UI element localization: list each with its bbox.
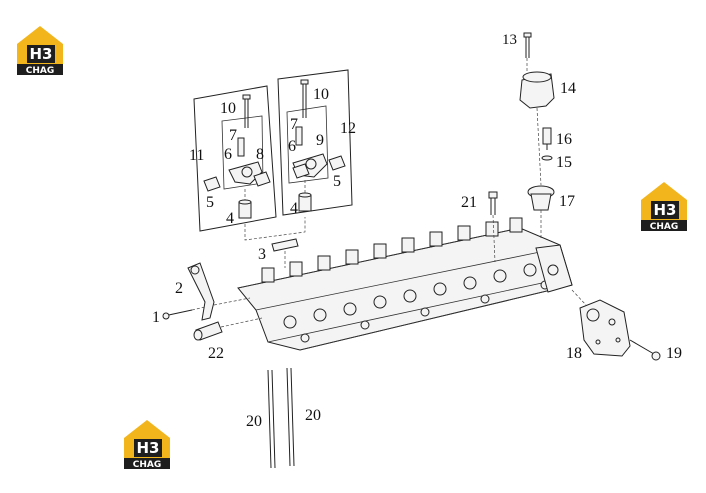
- callout-12: 12: [340, 120, 356, 137]
- logo-text: CHAG: [133, 460, 162, 470]
- head-bosses: [261, 217, 523, 283]
- callout-13: 13: [502, 32, 517, 48]
- logo-mark: H3: [137, 439, 160, 457]
- bolt-13: [523, 32, 532, 72]
- stud-21: [488, 191, 498, 263]
- callout-5b: 5: [333, 173, 341, 190]
- callout-2: 2: [175, 280, 183, 297]
- seal-15: [541, 155, 553, 161]
- callout-21: 21: [461, 194, 477, 211]
- lifting-bracket: [187, 262, 251, 321]
- logo-mark: H3: [654, 201, 677, 219]
- callout-20b: 20: [305, 407, 321, 424]
- callout-7a: 7: [229, 127, 237, 144]
- sensor-16: [542, 127, 552, 150]
- callout-labels: 1 2 3 4 4 5 5 6 6 7 7 8 9 10 10 11 12 13…: [152, 32, 682, 430]
- callout-4b: 4: [290, 200, 298, 217]
- callout-15: 15: [556, 154, 572, 171]
- callout-4a: 4: [226, 210, 234, 227]
- callout-10b: 10: [313, 86, 329, 103]
- logo-bottom-left: H3 CHAG: [124, 420, 170, 470]
- logo-text: CHAG: [26, 66, 55, 76]
- callout-16: 16: [556, 131, 572, 148]
- callout-20a: 20: [246, 413, 262, 430]
- callout-6b: 6: [288, 138, 296, 155]
- logo-text: CHAG: [650, 222, 679, 232]
- callout-3: 3: [258, 246, 266, 263]
- sleeve-22: [193, 317, 263, 341]
- callout-22: 22: [208, 345, 224, 362]
- callout-6a: 6: [224, 146, 232, 163]
- callout-19: 19: [666, 345, 682, 362]
- thermostat-housing: [519, 71, 555, 186]
- callout-11: 11: [189, 147, 204, 164]
- logo-mark: H3: [30, 45, 53, 63]
- rocker-assembly-right: [277, 69, 353, 216]
- callout-7b: 7: [290, 116, 298, 133]
- callout-9: 9: [316, 132, 324, 149]
- cover-plate-18: [571, 289, 631, 357]
- rocker-assembly-left: [193, 85, 277, 232]
- bolt-19: [629, 339, 661, 361]
- logo-right: H3 CHAG: [641, 182, 687, 232]
- bolt-1: [162, 306, 206, 320]
- valve-bridge: [244, 217, 306, 268]
- thermostat-17: [527, 185, 555, 240]
- callout-17: 17: [559, 193, 575, 210]
- callout-10a: 10: [220, 100, 236, 117]
- cylinder-head: [237, 217, 573, 351]
- logo-top-left: H3 CHAG: [17, 26, 63, 76]
- callout-5a: 5: [206, 194, 214, 211]
- push-rods: [267, 367, 295, 469]
- callout-1: 1: [152, 309, 160, 326]
- callout-14: 14: [560, 80, 576, 97]
- callout-8: 8: [256, 146, 264, 163]
- callout-18: 18: [566, 345, 582, 362]
